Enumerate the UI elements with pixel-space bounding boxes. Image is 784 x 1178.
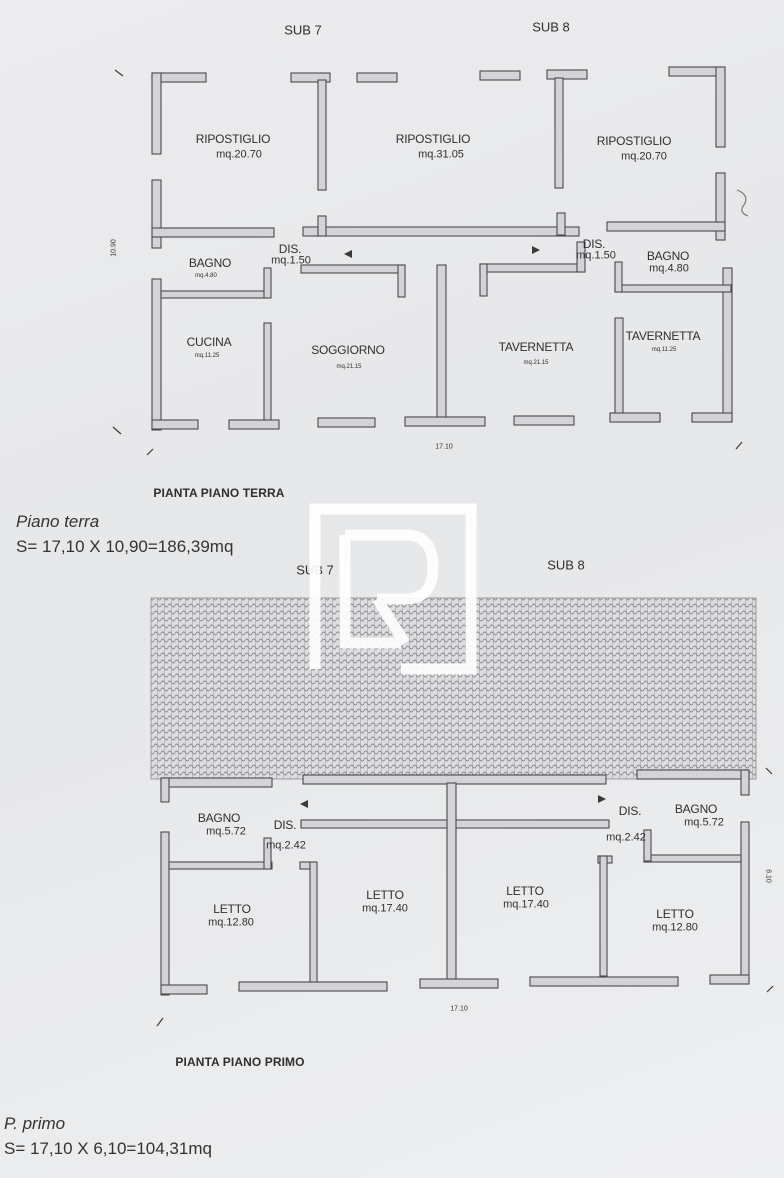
first-floor-dimension-ticks: [156, 767, 774, 1027]
first-summary-label: P. primo: [4, 1114, 66, 1133]
width-dimension-ground: 17.10: [435, 443, 453, 451]
room-area-cucina: mq.11.25: [194, 353, 220, 359]
first-floor-walls: [160, 769, 750, 996]
room-name-tavernetta-right: TAVERNETTA: [625, 329, 701, 343]
depth-dimension-first: 6.10: [764, 869, 772, 883]
ground-floor-arrows: [344, 246, 540, 258]
width-dimension-first: 17.10: [450, 1005, 468, 1013]
room-area-ripostiglio-center: mq.31.05: [418, 148, 464, 161]
room-name-bagno-right-first: BAGNO: [674, 802, 718, 816]
watermark-logo: [309, 503, 477, 675]
room-name-ripostiglio-center: RIPOSTIGLIO: [395, 132, 471, 146]
room-area-letto-1: mq.12.80: [208, 916, 254, 929]
room-area-letto-2: mq.17.40: [362, 902, 408, 915]
room-name-dis-left-first: DIS.: [273, 818, 297, 832]
room-name-bagno-left-ground: BAGNO: [188, 256, 232, 270]
room-area-ripostiglio-left: mq.20.70: [216, 148, 262, 161]
room-name-letto-4: LETTO: [656, 907, 694, 921]
room-area-soggiorno: mq.21.15: [336, 364, 362, 370]
room-name-bagno-right-ground: BAGNO: [646, 249, 690, 263]
room-area-letto-3: mq.17.40: [503, 898, 549, 911]
room-area-letto-4: mq.12.80: [652, 921, 698, 934]
room-name-bagno-left-first: BAGNO: [197, 811, 241, 825]
sub8-label-first: SUB 8: [547, 557, 585, 573]
room-area-bagno-left-ground: mq.4.80: [195, 273, 217, 279]
room-area-tavernetta-center: mq.21.15: [523, 360, 549, 366]
room-area-bagno-left-first: mq.5.72: [206, 825, 246, 838]
room-area-bagno-right-ground: mq.4.80: [649, 262, 689, 275]
room-name-letto-2: LETTO: [366, 888, 404, 902]
room-area-dis-left-first: mq.2.42: [266, 839, 306, 852]
sub7-label-ground: SUB 7: [284, 22, 322, 38]
first-summary-formula: S= 17,10 X 6,10=104,31mq: [4, 1139, 212, 1158]
room-name-dis-right-ground: DIS.: [582, 237, 606, 251]
room-area-tavernetta-right: mq.11.25: [651, 347, 677, 353]
sub8-label-ground: SUB 8: [532, 19, 570, 35]
first-floor-arrows: [300, 795, 606, 808]
plan-title-ground: PIANTA PIANO TERRA: [153, 486, 285, 500]
room-area-dis-right-first: mq.2.42: [606, 831, 646, 844]
room-name-dis-left-ground: DIS.: [278, 242, 302, 256]
room-name-ripostiglio-right: RIPOSTIGLIO: [596, 134, 672, 148]
room-name-dis-right-first: DIS.: [618, 804, 642, 818]
room-area-ripostiglio-right: mq.20.70: [621, 150, 667, 163]
room-name-ripostiglio-left: RIPOSTIGLIO: [195, 132, 271, 146]
ground-summary-label: Piano terra: [16, 512, 100, 531]
ground-summary-formula: S= 17,10 X 10,90=186,39mq: [16, 537, 234, 556]
plan-title-first: PIANTA PIANO PRIMO: [175, 1055, 305, 1069]
pen-scribble: [736, 189, 749, 217]
depth-dimension-ground: 10.90: [110, 239, 118, 257]
ground-floor-walls: [151, 66, 733, 431]
roof-tiles: [150, 597, 757, 780]
room-area-dis-right-ground: mq.1.50: [576, 249, 616, 262]
room-name-letto-3: LETTO: [506, 884, 544, 898]
room-name-letto-1: LETTO: [213, 902, 251, 916]
room-area-dis-left-ground: mq.1.50: [271, 254, 311, 267]
ground-floor-dimension-ticks: [112, 69, 743, 456]
room-name-tavernetta-center: TAVERNETTA: [498, 340, 574, 354]
room-name-cucina: CUCINA: [186, 335, 232, 349]
room-area-bagno-right-first: mq.5.72: [684, 816, 724, 829]
room-name-soggiorno: SOGGIORNO: [311, 343, 385, 357]
